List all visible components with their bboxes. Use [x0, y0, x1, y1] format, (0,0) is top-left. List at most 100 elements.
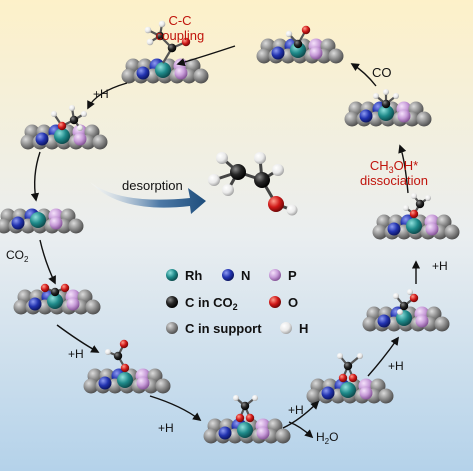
hydrogen-atom [254, 152, 266, 164]
hydrogen-atom [403, 205, 409, 211]
n-atom [271, 46, 285, 60]
support-carbon-atom [193, 68, 209, 84]
catalyst-slab [20, 124, 108, 150]
adsorbates [40, 20, 431, 423]
n-atom [11, 216, 25, 230]
support-carbon-atom [444, 224, 460, 240]
adsorbate-molecule [403, 193, 431, 219]
hydrogen-atom [222, 184, 234, 196]
legend-h-label: H [299, 321, 308, 336]
hydrogen-atom [144, 26, 152, 34]
hydrogen-atom [252, 395, 258, 401]
rh-atom [378, 105, 394, 121]
co-label: CO [372, 65, 392, 80]
adsorbate-molecule [233, 395, 258, 423]
hydrogen-atom [337, 353, 343, 359]
p-atom [73, 132, 87, 146]
support-carbon-atom [85, 299, 101, 315]
catalyst-slab [256, 38, 344, 64]
adsorbate-molecule [105, 339, 130, 373]
carbon-atom [113, 351, 123, 361]
support-carbon-atom [83, 378, 99, 394]
legend-o-label: O [288, 295, 298, 310]
support-carbon-atom [378, 388, 394, 404]
p-atom [174, 66, 188, 80]
support-carbon-atom [155, 378, 171, 394]
carbon-atom [415, 199, 425, 209]
rh-atom [47, 293, 63, 309]
legend-p-swatch [269, 269, 281, 281]
carbon-atom [399, 301, 409, 311]
hydrogen-atom [233, 395, 239, 401]
legend-n-swatch [222, 269, 234, 281]
support-carbon-atom [416, 111, 432, 127]
carbon-atom [240, 401, 250, 411]
catalyst-slab [344, 101, 432, 127]
oxygen-atom [409, 209, 419, 219]
dissociation-label: dissociation [360, 173, 428, 188]
hydrogen-atom [69, 105, 75, 111]
hydrogen-atom [411, 193, 417, 199]
p-atom [256, 426, 270, 440]
carbon-atom [381, 99, 391, 109]
h-label-bottom-right: +H [288, 403, 304, 417]
rh-atom [406, 218, 422, 234]
support-carbon-atom [256, 48, 272, 64]
cc-coupling-label-1: C-C [168, 13, 191, 28]
hydrogen-atom [383, 89, 389, 95]
n-atom [218, 426, 232, 440]
hydrogen-atom [216, 152, 228, 164]
oxygen-atom [181, 37, 191, 47]
carbon-atom [254, 172, 270, 188]
arrow-bottom-left [149, 395, 202, 422]
ch3oh-label: CH3OH* [370, 158, 418, 175]
legend-rh-swatch [166, 269, 178, 281]
catalyst-slab [83, 368, 171, 394]
catalyst-slab [306, 378, 394, 404]
hydrogen-atom [272, 164, 284, 176]
n-atom [387, 222, 401, 236]
hydrogen-atom [81, 111, 87, 117]
h2o-label: H2O [316, 430, 338, 446]
h-label-top: +H [93, 87, 109, 101]
p-atom [309, 46, 323, 60]
carbon-atom [167, 43, 177, 53]
arrow-top-left [87, 82, 128, 110]
carbon-atom [50, 287, 60, 297]
rh-atom [54, 128, 70, 144]
catalyst-slab [0, 208, 84, 234]
oxygen-atom [301, 25, 311, 35]
oxygen-atom [60, 283, 70, 293]
adsorbate-molecule [393, 289, 419, 315]
cc-coupling-label-2: coupling [156, 28, 204, 43]
arrow-co2 [39, 239, 56, 285]
adsorbate-molecule [40, 283, 70, 297]
support-carbon-atom [92, 134, 108, 150]
rh-atom [30, 212, 46, 228]
support-carbon-atom [372, 224, 388, 240]
oxygen-atom [57, 121, 67, 131]
n-atom [136, 66, 150, 80]
support-carbon-atom [344, 111, 360, 127]
catalyst-slabs [0, 38, 460, 444]
arrow-bottom-right [282, 400, 320, 429]
desorption-label: desorption [122, 178, 183, 193]
rh-atom [117, 372, 133, 388]
support-carbon-atom [0, 218, 12, 234]
h-label-right-upper: +H [432, 259, 448, 273]
adsorbate-molecule [337, 353, 363, 383]
legend-p-label: P [288, 268, 297, 283]
co2-label: CO2 [6, 248, 29, 264]
legend-c-support-label: C in support [185, 321, 262, 336]
legend-n-label: N [241, 268, 250, 283]
n-atom [359, 109, 373, 123]
h-label-left-lower: +H [68, 347, 84, 361]
legend: Rh N P C in CO2 O C in support H [166, 268, 308, 336]
rh-atom [155, 62, 171, 78]
carbon-atom [155, 31, 165, 41]
adsorbate-molecule [373, 89, 399, 109]
adsorbate-molecule [285, 25, 311, 49]
hydrogen-atom [208, 174, 220, 186]
rh-atom [237, 422, 253, 438]
